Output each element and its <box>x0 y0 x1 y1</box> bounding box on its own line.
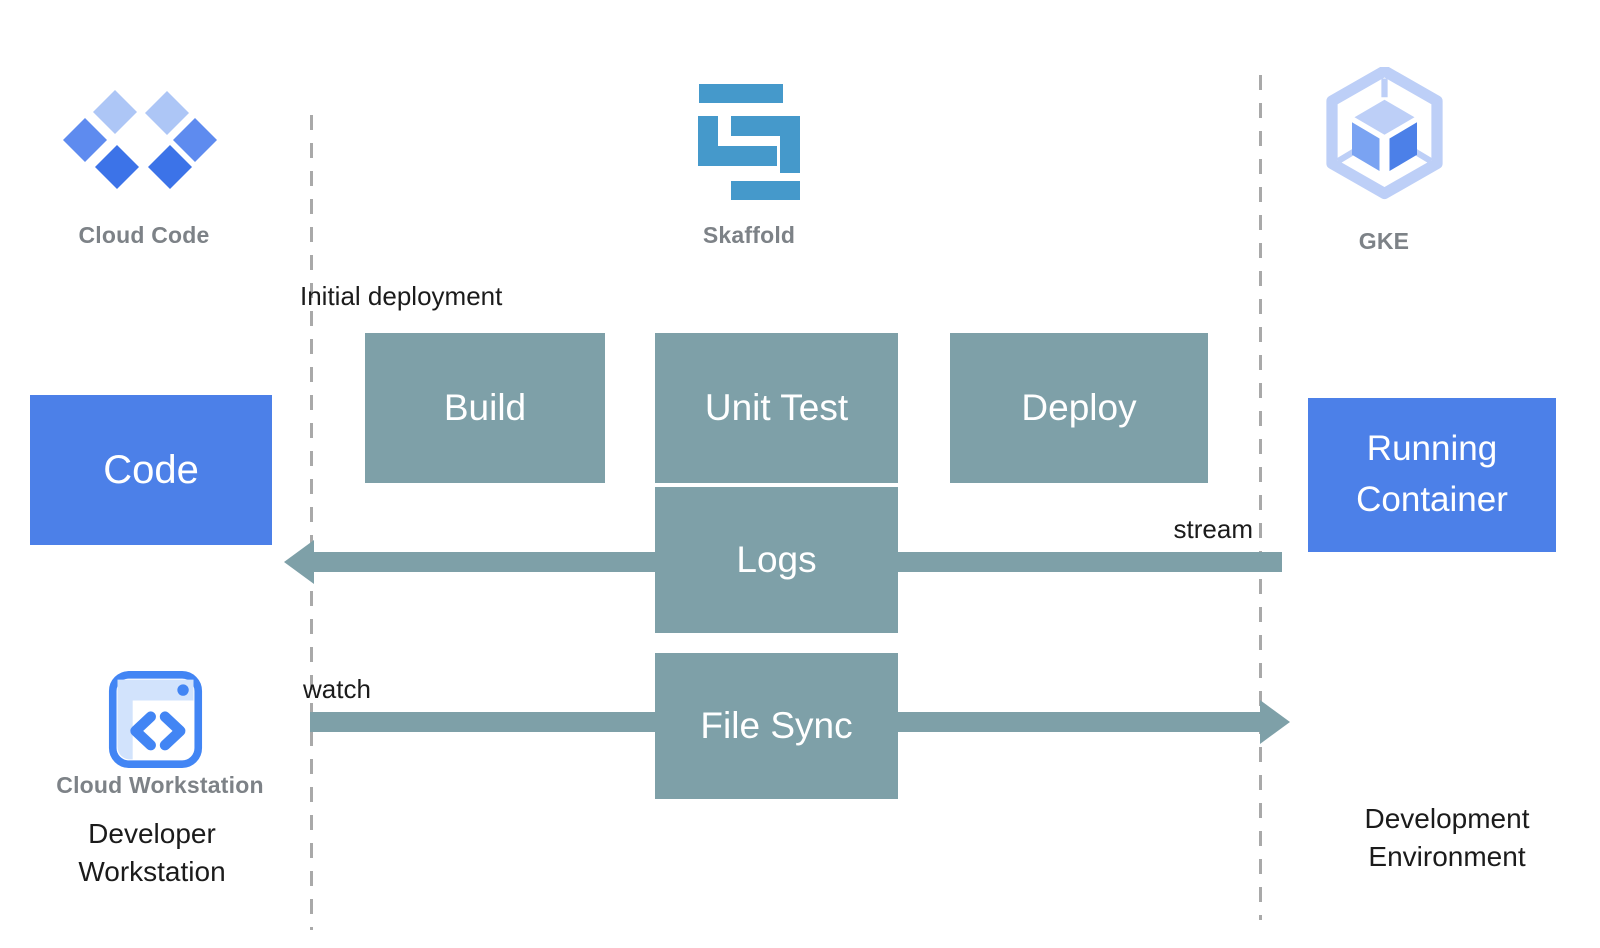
stream-arrow-head <box>284 540 314 584</box>
watch-label: watch <box>303 674 371 704</box>
code-box: Code <box>30 395 272 545</box>
cloud-code-icon <box>63 90 217 190</box>
running-container-box: Running Container <box>1308 398 1556 552</box>
lane-divider-right <box>1259 75 1262 920</box>
initial-deployment-label: Initial deployment <box>300 281 503 311</box>
development-environment-label: Development Environment <box>1364 803 1530 873</box>
logs-box: Logs <box>655 487 898 633</box>
skaffold-icon <box>698 84 802 200</box>
developer-workstation-label: Developer Workstation <box>78 818 226 888</box>
cloud-workstation-label: Cloud Workstation <box>56 772 264 798</box>
cloud-workstation-icon <box>108 668 203 771</box>
unit-test-box: Unit Test <box>655 333 898 483</box>
file-sync-box: File Sync <box>655 653 898 799</box>
gke-icon <box>1322 67 1447 210</box>
deploy-box: Deploy <box>950 333 1208 483</box>
build-box: Build <box>365 333 605 483</box>
lane-divider-left <box>310 115 313 930</box>
gke-label: GKE <box>1358 228 1410 254</box>
stream-label: stream <box>1173 514 1253 544</box>
cloud-code-label: Cloud Code <box>78 222 210 248</box>
skaffold-label: Skaffold <box>702 222 796 248</box>
watch-arrow-head <box>1260 700 1290 744</box>
